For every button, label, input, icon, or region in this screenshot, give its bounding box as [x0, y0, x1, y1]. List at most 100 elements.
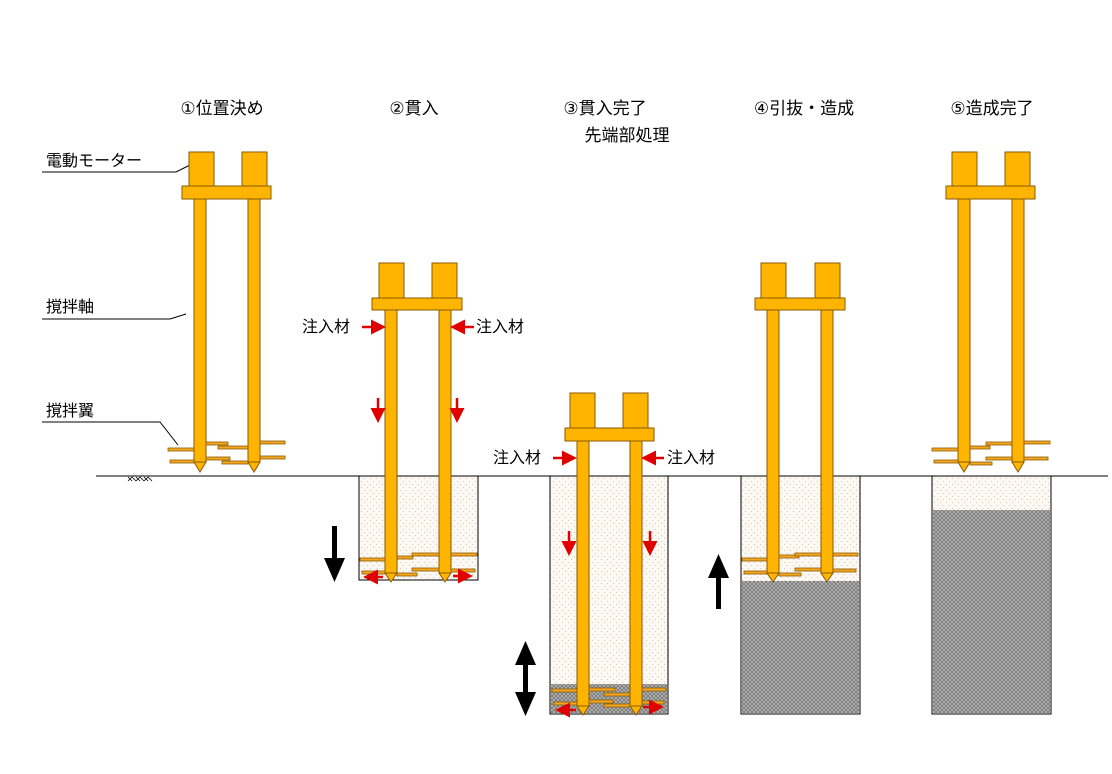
step-5-blades: [931, 440, 1051, 466]
blade-leader-line: [42, 421, 179, 446]
up-down-arrow-icon: [515, 641, 536, 716]
stirring-blade: [450, 552, 478, 557]
motor-platform: [564, 427, 655, 442]
step-5-title: ⑤造成完了: [950, 99, 1033, 119]
stirring-blade: [450, 568, 476, 573]
mixing-zone: [549, 475, 669, 715]
stirring-blade: [933, 459, 959, 464]
step-2-machine: [371, 262, 463, 583]
injection-label: 注入材: [493, 448, 541, 467]
motor-block: [951, 151, 978, 187]
stirring-blade: [588, 687, 616, 692]
shaft-tip: [820, 572, 834, 583]
motor-block: [431, 262, 458, 299]
shaft-tip: [193, 461, 207, 473]
blade-label: 撹拌翼: [46, 401, 94, 420]
withdraw-up-arrow-icon: [708, 554, 729, 609]
shaft-tip: [766, 572, 780, 583]
step-3-subtitle: 先端部処理: [585, 126, 670, 146]
stirring-blade: [411, 552, 440, 557]
improved-soil-column: [933, 510, 1050, 713]
shaft-tip: [384, 572, 398, 583]
stirring-blade: [205, 441, 229, 446]
stirring-blade: [641, 687, 667, 692]
stirring-blade: [1023, 456, 1049, 461]
shaft-tip: [629, 705, 643, 716]
stirring-blade: [603, 703, 631, 708]
stirring-shaft: [1011, 198, 1025, 463]
step-1-blades: [167, 440, 286, 465]
step-1-machine: [181, 151, 272, 473]
stirring-blade: [1023, 440, 1051, 445]
motor-block: [188, 151, 215, 187]
stirring-blade: [778, 554, 800, 559]
stirring-shaft: [820, 309, 834, 574]
stirring-blade: [778, 572, 802, 577]
shaft-tip: [1011, 461, 1025, 473]
motor-block: [760, 262, 787, 299]
stirring-blade: [832, 568, 857, 573]
motor-label: 電動モーター: [46, 151, 142, 170]
stirring-blade: [794, 567, 822, 572]
stirring-blade: [985, 441, 1013, 446]
stirring-shaft: [766, 309, 780, 574]
improved-soil-column: [742, 581, 859, 713]
stirring-blade: [931, 447, 959, 452]
step-3-title: ③貫入完了: [563, 99, 646, 119]
step-1-title: ①位置決め: [180, 99, 263, 119]
stirring-blade: [603, 692, 631, 697]
stirring-blade: [221, 460, 249, 465]
shaft-leader-line: [42, 313, 187, 320]
stirring-blade: [361, 570, 386, 575]
stirring-blade: [259, 440, 286, 445]
motor-platform: [371, 297, 463, 311]
stirring-shaft: [576, 440, 590, 707]
motor-block: [1004, 151, 1031, 187]
stirring-blade: [396, 555, 414, 560]
step-4-blades: [741, 552, 859, 577]
stirring-blade: [359, 557, 386, 562]
stirring-blade: [969, 461, 993, 466]
stirring-blade: [832, 552, 859, 557]
stirring-shaft: [438, 309, 452, 574]
shaft-tip: [957, 461, 971, 473]
stirring-blade: [259, 455, 286, 460]
motor-platform: [945, 185, 1036, 200]
stirring-shaft: [193, 198, 207, 463]
injection-label: 注入材: [302, 317, 350, 336]
stirring-blade: [969, 445, 991, 450]
stirring-blade: [794, 552, 822, 557]
stirring-blade: [588, 699, 614, 704]
stirring-blade: [985, 456, 1013, 461]
motor-block: [241, 151, 268, 187]
shaft-tip: [576, 705, 590, 716]
stirring-blade: [551, 688, 578, 693]
stirring-blade: [553, 701, 578, 706]
motor-platform: [754, 297, 846, 311]
penetrate-down-arrow-icon: [324, 526, 345, 582]
shaft-label: 撹拌軸: [46, 297, 94, 316]
stirring-blade: [741, 557, 768, 562]
stirring-shaft: [247, 198, 261, 463]
stirring-blade: [205, 456, 231, 461]
injection-label: 注入材: [476, 317, 524, 336]
step-3-machine: [564, 392, 655, 716]
stirring-shaft: [384, 309, 398, 574]
step-4-title: ④引抜・造成: [754, 99, 854, 119]
stirring-shaft: [957, 198, 971, 463]
stirring-blade: [743, 570, 768, 575]
stirring-blade: [411, 567, 440, 572]
stirring-blade: [396, 572, 418, 577]
motor-block: [814, 262, 841, 299]
stirring-blade: [167, 447, 195, 452]
step-2-title: ②貫入: [389, 99, 438, 119]
stirring-blade: [641, 700, 665, 705]
stirring-blade: [217, 445, 249, 450]
motor-block: [622, 392, 649, 429]
step-4-machine: [754, 262, 846, 583]
shaft-tip: [438, 572, 452, 583]
shaft-tip: [247, 461, 261, 473]
motor-leader-line: [42, 164, 191, 173]
injection-label: 注入材: [667, 448, 715, 467]
